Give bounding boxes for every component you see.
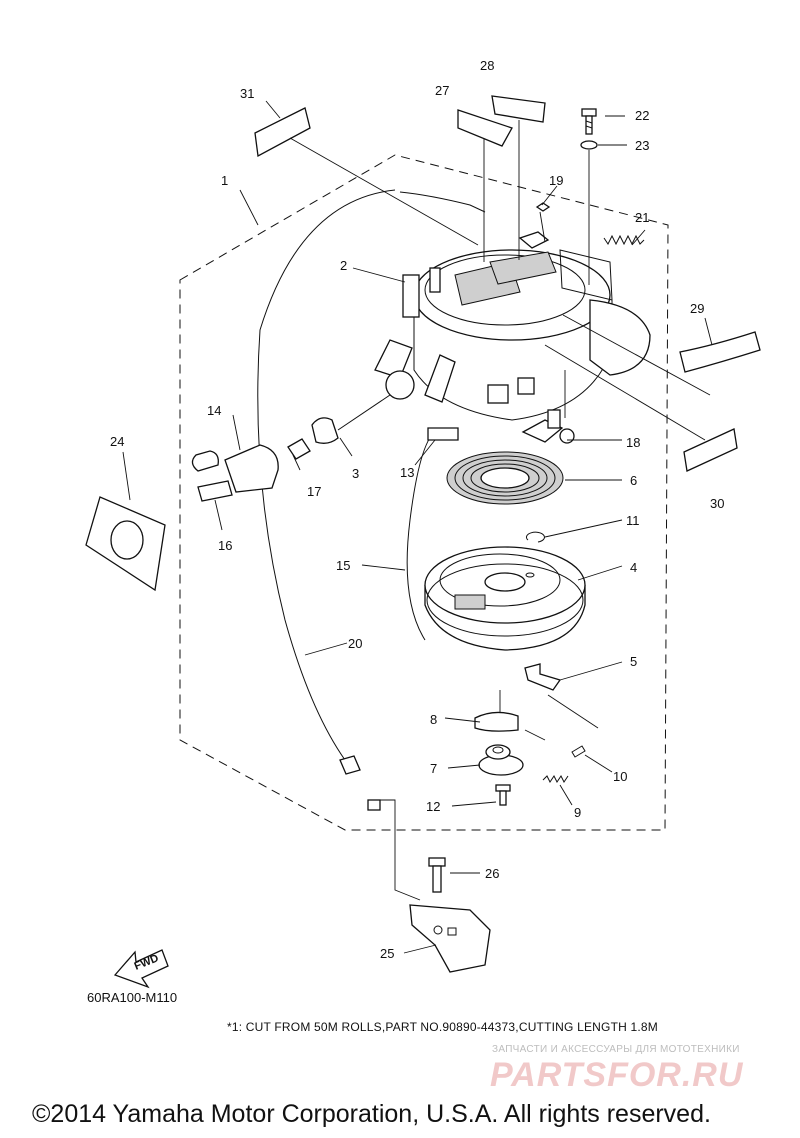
- part-2-starter-case: [374, 249, 651, 421]
- callout-25: 25: [380, 946, 394, 961]
- part-9-spring: [542, 775, 569, 783]
- callout-3: 3: [352, 466, 359, 481]
- part-12-bolt: [495, 784, 511, 806]
- callout-16: 16: [218, 538, 232, 553]
- part-11-circlip: [525, 531, 545, 543]
- callout-7: 7: [430, 761, 437, 776]
- part-10-spring: [571, 745, 586, 758]
- callout-24: 24: [110, 434, 124, 449]
- part-19-clip: [535, 202, 551, 212]
- callout-12: 12: [426, 799, 440, 814]
- part-6-spiral-spring: [446, 451, 564, 505]
- part-7-drive-plate: [478, 744, 524, 776]
- part-28-decal: [491, 95, 546, 123]
- callout-11: 11: [626, 513, 640, 528]
- part-20-cable: [257, 189, 396, 761]
- callout-labels: 1 2 3 4 5 6 7 8 9 10 11 12 13 14 15 16 1…: [110, 58, 724, 961]
- diagram-code: 60RA100-M110: [87, 990, 178, 1005]
- part-4-pulley: [424, 546, 586, 651]
- callout-8: 8: [430, 712, 437, 727]
- fwd-arrow-icon: FWD: [113, 949, 169, 989]
- callout-18: 18: [626, 435, 640, 450]
- part-16-clip: [197, 480, 233, 502]
- part-18-bracket: [521, 409, 575, 444]
- part-31-decal: [254, 107, 311, 158]
- watermark-subtitle: ЗАПЧАСТИ И АКСЕССУАРЫ ДЛЯ МОТОТЕХНИКИ: [492, 1044, 740, 1055]
- callout-19: 19: [549, 173, 563, 188]
- callout-14: 14: [207, 403, 221, 418]
- part-21-spring: [603, 234, 645, 246]
- part-5-pawl: [524, 663, 562, 691]
- callout-9: 9: [574, 805, 581, 820]
- callout-2: 2: [340, 258, 347, 273]
- callout-26: 26: [485, 866, 499, 881]
- callout-17: 17: [307, 484, 321, 499]
- callout-20: 20: [348, 636, 362, 651]
- part-30-decal: [683, 428, 738, 472]
- cable-route-line: [374, 799, 421, 901]
- part-13-grommet: [427, 427, 459, 441]
- part-20-tip: [367, 799, 381, 811]
- part-17-nut: [287, 438, 311, 460]
- part-27-decal: [457, 109, 513, 147]
- part-3-rod: [337, 394, 391, 431]
- callout-1: 1: [221, 173, 228, 188]
- part-20-cable-end: [339, 755, 361, 775]
- callout-27: 27: [435, 83, 449, 98]
- watermark-logo: PARTSFOR.RU: [490, 1056, 744, 1094]
- part-14-handle: [191, 444, 279, 493]
- part-25-bracket: [409, 904, 491, 973]
- callout-30: 30: [710, 496, 724, 511]
- callout-5: 5: [630, 654, 637, 669]
- part-19-lever: [518, 231, 550, 249]
- part-24-grommet: [85, 496, 166, 592]
- callout-29: 29: [690, 301, 704, 316]
- part-8-plate: [474, 711, 519, 732]
- callout-22: 22: [635, 108, 649, 123]
- callout-23: 23: [635, 138, 649, 153]
- callout-21: 21: [635, 210, 649, 225]
- part-3-sleeve: [311, 417, 339, 444]
- leader-lines: [122, 100, 713, 954]
- callout-13: 13: [400, 465, 414, 480]
- part-15-cable: [406, 429, 438, 641]
- part-20-cable-inner: [399, 191, 486, 213]
- part-26-bolt: [428, 857, 446, 893]
- part-23-washer: [580, 140, 598, 150]
- assembly-boundary: [179, 154, 669, 831]
- part-29-decal: [679, 331, 761, 373]
- part-22-bolt: [581, 108, 597, 135]
- callout-6: 6: [630, 473, 637, 488]
- callout-10: 10: [613, 769, 627, 784]
- callout-28: 28: [480, 58, 494, 73]
- footnote: *1: CUT FROM 50M ROLLS,PART NO.90890-443…: [227, 1020, 658, 1034]
- callout-31: 31: [240, 86, 254, 101]
- callout-15: 15: [336, 558, 350, 573]
- callout-4: 4: [630, 560, 637, 575]
- part-2-knob: [385, 370, 415, 400]
- copyright-notice: ©2014 Yamaha Motor Corporation, U.S.A. A…: [32, 1100, 711, 1128]
